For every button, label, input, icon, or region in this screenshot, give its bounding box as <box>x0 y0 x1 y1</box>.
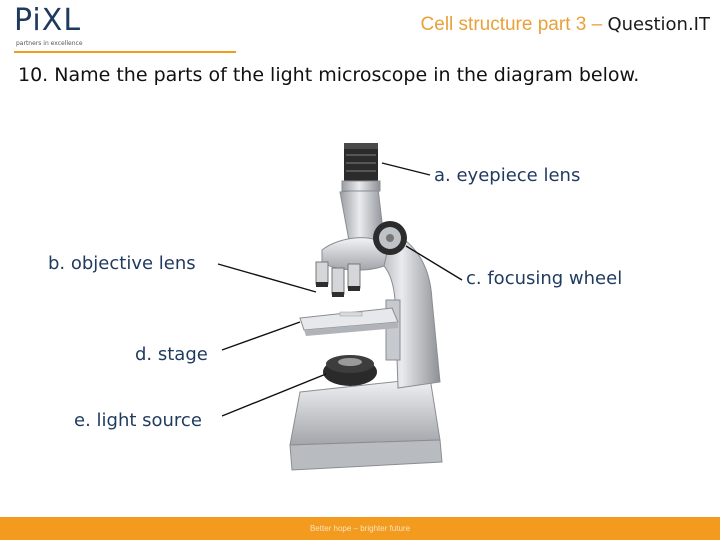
label-light-source: e. light source <box>74 410 202 431</box>
label-focusing-wheel: c. focusing wheel <box>466 268 623 289</box>
pixl-logo: PiXL partners in excellence <box>14 4 244 56</box>
footer-tagline: Better hope – brighter future <box>309 524 411 533</box>
microscope-base <box>289 377 443 471</box>
page-title-main: Cell structure part 3 – <box>420 14 603 35</box>
eyepiece <box>341 143 381 192</box>
page-title-brand: Question.IT <box>607 14 710 35</box>
body-tube <box>321 187 389 271</box>
leader-line-stage <box>221 321 301 351</box>
light-source <box>323 355 377 386</box>
objective-lenses <box>315 261 361 297</box>
leader-lines <box>217 162 463 417</box>
logo-underline <box>14 51 236 53</box>
microscope-stage <box>299 307 399 336</box>
leader-line-eyepiece <box>381 162 431 176</box>
footer-bar: Better hope – brighter future <box>0 517 720 540</box>
leader-line-light-source <box>221 373 327 417</box>
page-title: Cell structure part 3 – Question.IT <box>421 14 710 36</box>
label-objective-lens: b. objective lens <box>48 253 196 274</box>
leader-line-objective <box>217 263 317 293</box>
label-eyepiece-lens: a. eyepiece lens <box>434 165 581 186</box>
logo-text: PiXL <box>14 3 82 38</box>
label-stage: d. stage <box>135 344 208 365</box>
focusing-wheel <box>373 221 407 255</box>
question-text: 10. Name the parts of the light microsco… <box>18 64 640 86</box>
leader-line-focusing-wheel <box>405 245 463 281</box>
logo-tagline: partners in excellence <box>16 40 83 47</box>
